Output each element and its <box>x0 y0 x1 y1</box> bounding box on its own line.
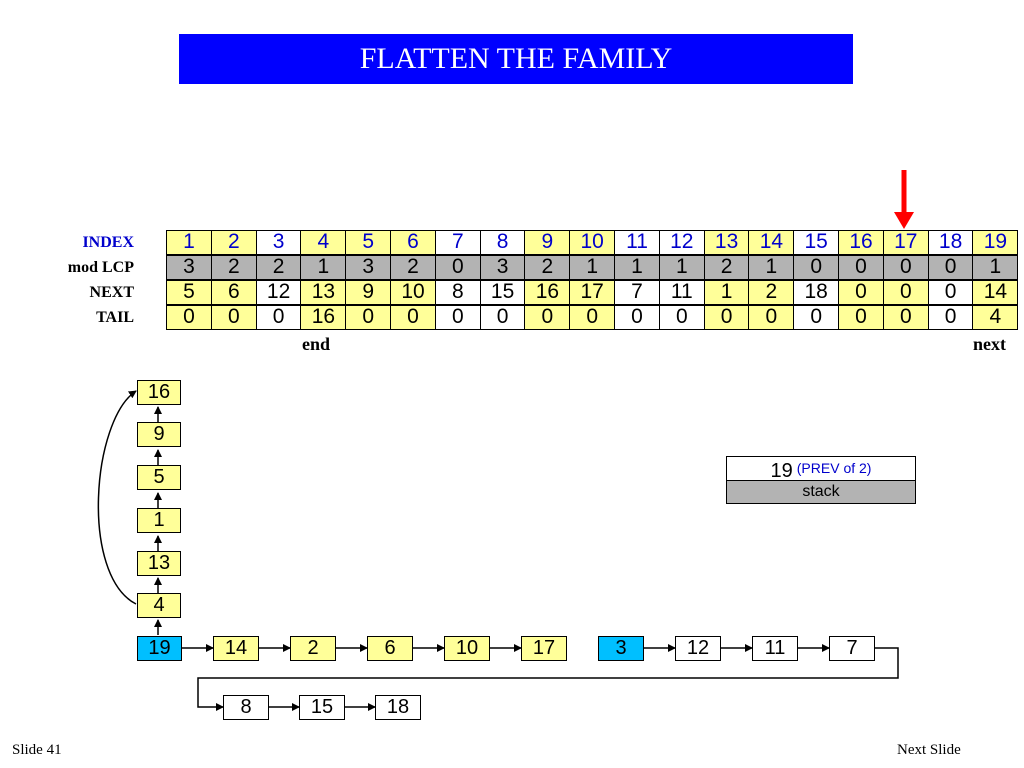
cell-index-16: 16 <box>838 230 884 255</box>
row-label-index: INDEX <box>82 234 134 251</box>
cell-tail-19: 4 <box>972 305 1019 330</box>
cell-lcp-12: 1 <box>658 255 705 280</box>
cell-lcp-2: 2 <box>210 255 257 280</box>
cell-lcp-5: 3 <box>345 255 392 280</box>
cell-tail-13: 0 <box>703 305 750 330</box>
cell-tail-18: 0 <box>927 305 974 330</box>
cell-lcp-6: 2 <box>390 255 436 280</box>
chain-node-r1-0: 19 <box>137 636 182 661</box>
cell-tail-3: 0 <box>255 305 302 330</box>
cell-tail-10: 0 <box>569 305 616 330</box>
row-label-tail: TAIL <box>96 309 134 326</box>
tail-curve-arrow <box>97 390 137 605</box>
stack-box: 19(PREV of 2) stack <box>726 456 916 504</box>
cell-tail-6: 0 <box>390 305 436 330</box>
cell-lcp-8: 3 <box>479 255 526 280</box>
cell-tail-8: 0 <box>479 305 526 330</box>
cell-next-5: 9 <box>345 280 392 305</box>
cell-index-8: 8 <box>479 230 526 255</box>
stack-label: stack <box>726 481 916 504</box>
cell-lcp-17: 0 <box>882 255 929 280</box>
cell-next-19: 14 <box>972 280 1019 305</box>
stack-value: 19 <box>770 460 793 482</box>
chain-node-v0: 16 <box>137 380 181 405</box>
cell-index-7: 7 <box>434 230 481 255</box>
row-label-lcp: mod LCP <box>67 259 134 276</box>
chain-node-v2: 5 <box>137 465 181 490</box>
horizontal-chain-arrows <box>182 644 899 711</box>
cell-tail-11: 0 <box>614 305 660 330</box>
cell-tail-12: 0 <box>658 305 705 330</box>
slide-number: Slide 41 <box>12 742 62 758</box>
cell-next-12: 11 <box>658 280 705 305</box>
stack-note: (PREV of 2) <box>796 460 872 476</box>
cell-next-7: 8 <box>434 280 481 305</box>
cell-lcp-1: 3 <box>166 255 212 280</box>
cell-lcp-3: 2 <box>255 255 302 280</box>
cell-next-8: 15 <box>479 280 526 305</box>
chain-node-r1-5: 17 <box>521 636 567 661</box>
cell-index-1: 1 <box>166 230 212 255</box>
chain-node-v5: 4 <box>137 593 181 618</box>
chain-node-r1-7: 12 <box>675 636 721 661</box>
chain-node-v4: 13 <box>137 551 181 576</box>
chain-node-r2-2: 18 <box>375 695 421 720</box>
chain-node-r1-8: 11 <box>752 636 798 661</box>
chain-node-r1-3: 6 <box>367 636 413 661</box>
cell-index-13: 13 <box>703 230 750 255</box>
cell-lcp-14: 1 <box>748 255 795 280</box>
cell-tail-15: 0 <box>793 305 840 330</box>
pointer-arrow <box>894 170 914 229</box>
cell-index-9: 9 <box>524 230 571 255</box>
chain-node-v3: 1 <box>137 508 181 533</box>
chain-node-v1: 9 <box>137 422 181 447</box>
cell-tail-16: 0 <box>838 305 884 330</box>
cell-index-6: 6 <box>390 230 436 255</box>
cell-index-19: 19 <box>972 230 1019 255</box>
cell-tail-7: 0 <box>434 305 481 330</box>
cell-lcp-16: 0 <box>838 255 884 280</box>
cell-index-3: 3 <box>255 230 302 255</box>
cell-tail-9: 0 <box>524 305 571 330</box>
cell-index-17: 17 <box>882 230 929 255</box>
cell-index-15: 15 <box>793 230 840 255</box>
chain-node-r2-1: 15 <box>299 695 345 720</box>
cell-next-17: 0 <box>882 280 929 305</box>
cell-lcp-10: 1 <box>569 255 616 280</box>
cell-next-18: 0 <box>927 280 974 305</box>
chain-node-r1-4: 10 <box>444 636 490 661</box>
cell-next-1: 5 <box>166 280 212 305</box>
slide-title: FLATTEN THE FAMILY <box>179 34 853 84</box>
next-slide-link[interactable]: Next Slide <box>897 742 961 758</box>
next-marker: next <box>973 334 1006 354</box>
cell-next-3: 12 <box>255 280 302 305</box>
chain-node-r1-1: 14 <box>213 636 259 661</box>
cell-next-10: 17 <box>569 280 616 305</box>
cell-next-9: 16 <box>524 280 571 305</box>
stack-top-cell: 19(PREV of 2) <box>726 456 916 482</box>
cell-lcp-4: 1 <box>300 255 347 280</box>
cell-lcp-15: 0 <box>793 255 840 280</box>
cell-index-18: 18 <box>927 230 974 255</box>
end-marker: end <box>302 334 331 354</box>
chain-node-r1-9: 7 <box>829 636 875 661</box>
cell-next-6: 10 <box>390 280 436 305</box>
chain-node-r1-2: 2 <box>290 636 336 661</box>
cell-index-14: 14 <box>748 230 795 255</box>
cell-index-2: 2 <box>210 230 257 255</box>
cell-tail-5: 0 <box>345 305 392 330</box>
cell-next-11: 7 <box>614 280 660 305</box>
chain-node-r2-0: 8 <box>223 695 269 720</box>
cell-next-4: 13 <box>300 280 347 305</box>
cell-next-2: 6 <box>210 280 257 305</box>
cell-lcp-19: 1 <box>972 255 1019 280</box>
cell-index-10: 10 <box>569 230 616 255</box>
cell-tail-4: 16 <box>300 305 347 330</box>
chain-node-r1-6: 3 <box>598 636 644 661</box>
row-label-next: NEXT <box>89 284 134 301</box>
cell-lcp-9: 2 <box>524 255 571 280</box>
cell-lcp-11: 1 <box>614 255 660 280</box>
